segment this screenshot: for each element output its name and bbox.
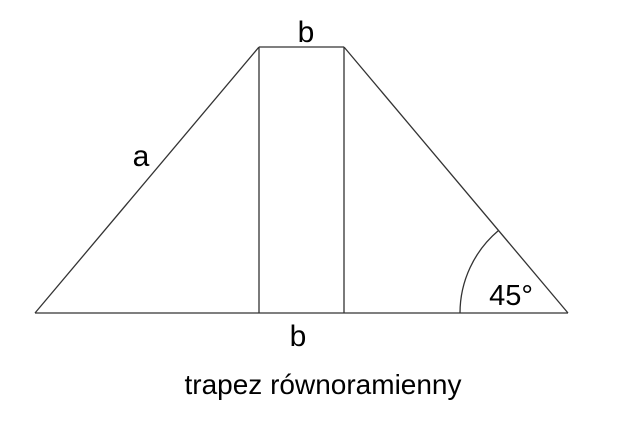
right-leg-line (343, 46, 569, 314)
top-base-label: b (298, 16, 315, 49)
left-leg-line (34, 46, 260, 314)
angle-label: 45° (489, 280, 533, 312)
angle-arc (459, 230, 499, 314)
bottom-base-label: b (290, 320, 307, 353)
leg-label: a (133, 140, 150, 173)
caption: trapez równoramienny (184, 369, 461, 400)
